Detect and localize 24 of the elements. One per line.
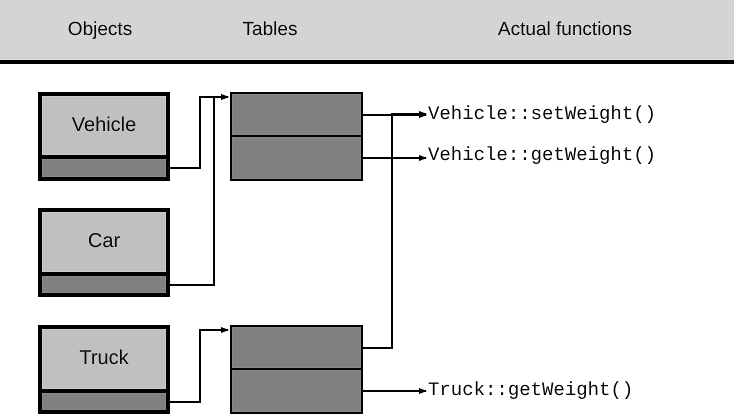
object-label: Car: [88, 230, 120, 253]
table-entry: [230, 325, 363, 370]
table-entry: [230, 92, 363, 137]
object-box: [38, 208, 170, 297]
object-box: [38, 325, 170, 414]
arrow: [363, 112, 427, 118]
table-box: [230, 92, 363, 181]
object-label: Truck: [79, 347, 129, 370]
table-entry: [230, 368, 363, 414]
arrow: [170, 327, 229, 403]
function-label: Truck::getWeight(): [428, 379, 634, 401]
column-heading: Actual functions: [498, 19, 632, 41]
arrow: [363, 111, 427, 349]
function-label: Vehicle::getWeight(): [428, 144, 656, 166]
arrow: [170, 94, 229, 286]
column-heading: Tables: [242, 19, 298, 41]
object-box: [38, 92, 170, 181]
column-heading: Objects: [68, 19, 132, 41]
arrow: [363, 388, 427, 394]
function-label: Vehicle::setWeight(): [428, 103, 656, 125]
arrow: [363, 155, 427, 161]
table-box: [230, 325, 363, 414]
table-entry: [230, 135, 363, 181]
object-label: Vehicle: [72, 114, 136, 137]
